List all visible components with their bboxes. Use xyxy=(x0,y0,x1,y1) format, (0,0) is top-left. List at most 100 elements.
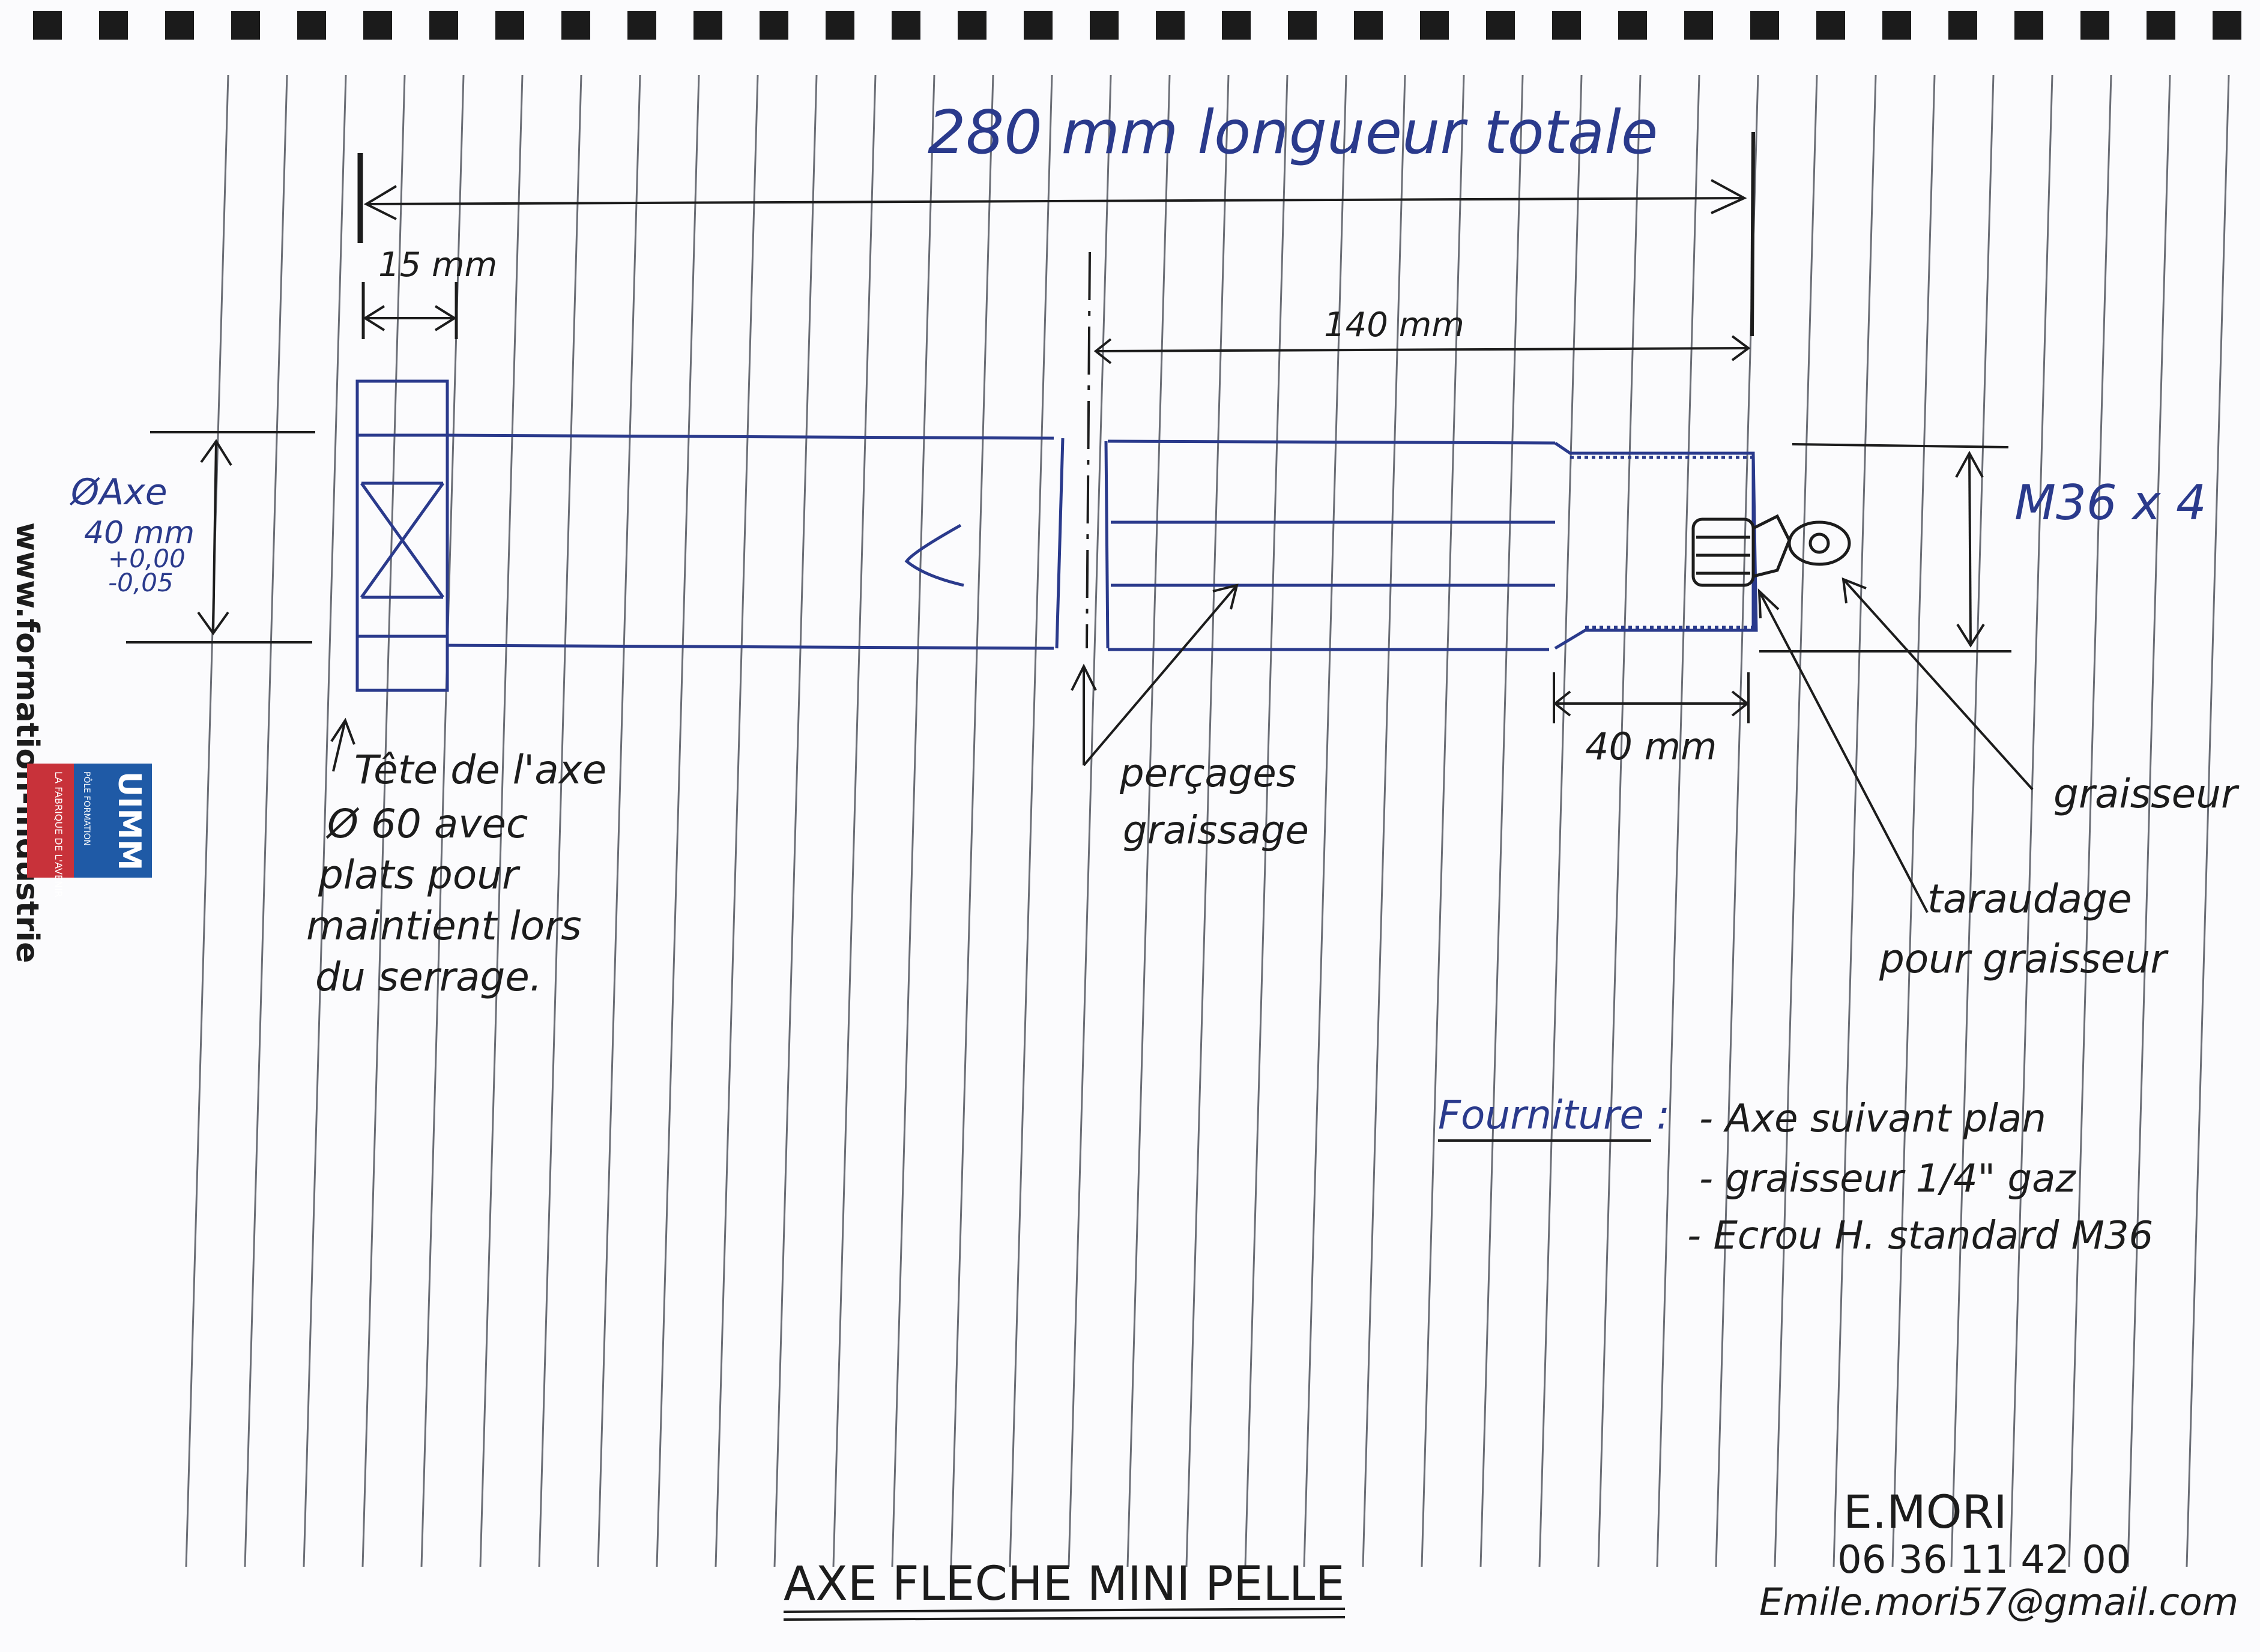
ruled-line xyxy=(244,74,288,1567)
thread-length-label: 40 mm xyxy=(1585,725,1717,768)
spiral-hole xyxy=(1948,11,1977,40)
spiral-hole xyxy=(1354,11,1383,40)
spiral-hole xyxy=(760,11,788,40)
ruled-line xyxy=(1244,74,1289,1567)
total-length-label: 280 mm longueur totale xyxy=(928,97,1658,167)
spiral-hole xyxy=(1552,11,1581,40)
spiral-hole xyxy=(1222,11,1251,40)
head-width-label: 15 mm xyxy=(378,246,497,285)
tapping-line: pour graisseur xyxy=(1879,936,2169,982)
axis-diameter-line: ØAxe xyxy=(69,471,168,513)
grease-holes-line: graissage xyxy=(1123,809,1309,853)
supplies-list: Fourniture : - Axe suivant plan - graiss… xyxy=(1438,1092,2153,1258)
spiral-hole xyxy=(1882,11,1911,40)
spiral-hole xyxy=(99,11,128,40)
tapping-note: taraudage pour graisseur xyxy=(1879,876,2169,982)
spiral-hole xyxy=(297,11,326,40)
ruled-line xyxy=(2009,74,2053,1567)
ruled-line xyxy=(1303,74,1347,1567)
ruled-line xyxy=(891,74,935,1567)
spiral-hole xyxy=(561,11,590,40)
spiral-hole xyxy=(33,11,62,40)
ruled-line xyxy=(1891,74,1936,1567)
ruled-line xyxy=(1362,74,1406,1567)
spiral-hole xyxy=(1288,11,1317,40)
logo-text-tagline: LA FABRIQUE DE L'AVENIR xyxy=(53,771,64,897)
spiral-hole xyxy=(1486,11,1515,40)
ruled-line xyxy=(1597,74,1642,1567)
spiral-hole xyxy=(1090,11,1119,40)
spiral-hole xyxy=(231,11,260,40)
logo-text-main: UIMM xyxy=(111,771,147,870)
spiral-hole xyxy=(693,11,722,40)
head-note-line: maintient lors xyxy=(306,903,582,949)
vertical-ruled-lines xyxy=(185,74,2230,1567)
supplies-heading: Fourniture : xyxy=(1438,1092,1670,1138)
grease-holes-line: perçages xyxy=(1119,752,1296,796)
shaft-drawing xyxy=(355,379,1758,692)
spiral-hole xyxy=(1684,11,1713,40)
spiral-hole xyxy=(1420,11,1449,40)
grease-fitting-label: graisseur xyxy=(2053,771,2240,817)
spiral-hole xyxy=(627,11,656,40)
spiral-hole xyxy=(165,11,194,40)
half-length-label: 140 mm xyxy=(1324,306,1464,345)
ruled-line xyxy=(538,74,582,1567)
ruled-line xyxy=(597,74,641,1567)
head-note-line: plats pour xyxy=(318,852,521,898)
tapping-line: taraudage xyxy=(1927,876,2132,922)
shaft-head xyxy=(355,379,449,692)
author-email: Emile.mori57@gmail.com xyxy=(1759,1580,2238,1624)
spiral-hole xyxy=(429,11,458,40)
spiral-hole xyxy=(495,11,524,40)
ruled-line xyxy=(1832,74,1877,1567)
axis-diameter-line: -0,05 xyxy=(108,568,174,597)
ruled-line xyxy=(773,74,818,1567)
dimension-lines xyxy=(126,131,2034,1621)
ruled-line xyxy=(185,74,229,1567)
ruled-line xyxy=(1185,74,1230,1567)
ruled-line xyxy=(1421,74,1465,1567)
ruled-line xyxy=(715,74,759,1567)
author-phone: 06 36 11 42 00 xyxy=(1837,1538,2131,1582)
head-note: Tête de l'axe Ø 60 avec plats pour maint… xyxy=(306,747,606,1000)
ruled-line xyxy=(1009,74,1053,1567)
spiral-hole xyxy=(826,11,854,40)
axis-diameter-label: ØAxe 40 mm +0,00 -0,05 xyxy=(69,471,195,597)
website-edge-text: www.formation-industrie xyxy=(9,522,45,963)
supplies-item: - graisseur 1/4" gaz xyxy=(1699,1157,2076,1201)
ruled-line xyxy=(1774,74,1818,1567)
axis-diameter-line: +0,00 xyxy=(108,544,186,573)
grease-fitting-sketch xyxy=(1691,514,1851,587)
head-note-line: du serrage. xyxy=(315,954,542,1000)
grease-holes-note: perçages graissage xyxy=(1119,752,1309,853)
ruled-line xyxy=(303,74,347,1567)
ruled-line xyxy=(950,74,994,1567)
spiral-hole xyxy=(958,11,986,40)
spiral-hole xyxy=(2080,11,2109,40)
spiral-hole xyxy=(2213,11,2241,40)
spiral-hole xyxy=(2014,11,2043,40)
ruled-line xyxy=(361,74,406,1567)
supplies-item: - Axe suivant plan xyxy=(1699,1097,2046,1141)
spiral-hole xyxy=(1816,11,1845,40)
spiral-binding-holes xyxy=(33,11,2241,40)
ruled-line xyxy=(2186,74,2230,1567)
author-name: E.MORI xyxy=(1843,1485,2007,1539)
ruled-line xyxy=(1068,74,1112,1567)
ruled-line xyxy=(656,74,700,1567)
spiral-hole xyxy=(1024,11,1053,40)
spiral-hole xyxy=(2147,11,2175,40)
ruled-line xyxy=(1656,74,1700,1567)
author-block: E.MORI 06 36 11 42 00 Emile.mori57@gmail… xyxy=(1759,1485,2238,1624)
ruled-line xyxy=(2127,74,2171,1567)
uimm-logo: UIMM PÔLE FORMATION LA FABRIQUE DE L'AVE… xyxy=(27,764,152,897)
ruled-line xyxy=(1538,74,1583,1567)
spiral-hole xyxy=(1618,11,1647,40)
axis-diameter-line: 40 mm xyxy=(84,515,195,551)
thread-spec-label: M36 x 4 xyxy=(2014,475,2207,531)
spiral-hole xyxy=(363,11,392,40)
head-note-line: Ø 60 avec xyxy=(325,801,528,847)
ruled-line xyxy=(1126,74,1171,1567)
